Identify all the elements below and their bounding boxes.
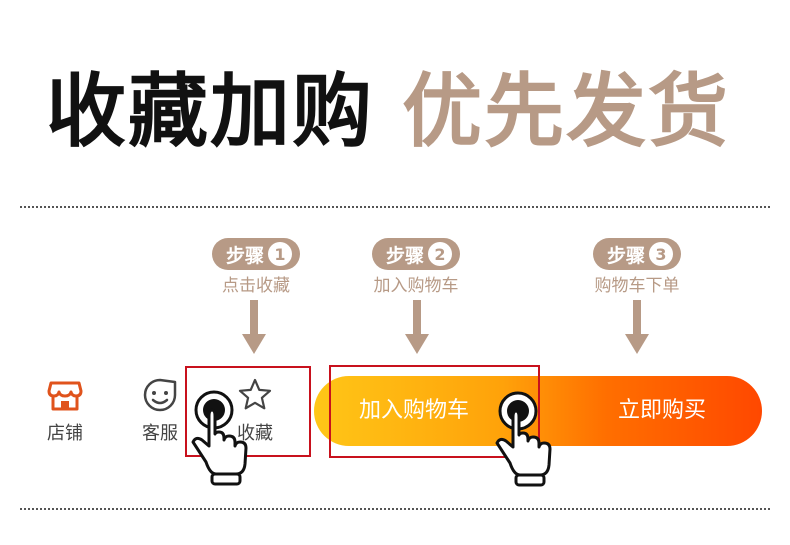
step-2-label: 步骤: [385, 244, 424, 267]
favorite-button[interactable]: 收藏: [220, 377, 290, 445]
step-1-pill: 步骤 1: [211, 238, 300, 270]
step-2-number: 2: [428, 242, 452, 266]
buy-now-button[interactable]: 立即购买: [617, 398, 706, 423]
step-3-desc: 购物车下单: [594, 276, 680, 296]
step-3-number: 3: [649, 242, 673, 266]
step-3-pill: 步骤 3: [592, 238, 681, 270]
step-1-number: 1: [268, 242, 292, 266]
store-label: 店铺: [47, 423, 83, 444]
arrow-down-icon: [242, 300, 266, 354]
step-2-desc: 加入购物车: [373, 276, 459, 296]
step-1: 步骤 1 点击收藏: [171, 238, 341, 296]
customer-service-button[interactable]: 客服: [125, 377, 195, 445]
step-1-desc: 点击收藏: [222, 276, 290, 296]
headline-secondary: 优先发货: [402, 65, 730, 158]
favorite-label: 收藏: [237, 423, 273, 444]
store-icon: [47, 381, 83, 411]
step-2: 步骤 2 加入购物车: [331, 238, 501, 296]
step-3-label: 步骤: [606, 244, 645, 267]
tap-hand-icon: [495, 391, 552, 487]
step-1-label: 步骤: [225, 244, 264, 267]
bottom-divider: [20, 508, 770, 510]
step-2-pill: 步骤 2: [371, 238, 460, 270]
add-to-cart-button[interactable]: 加入购物车: [358, 398, 469, 423]
service-label: 客服: [142, 423, 178, 444]
chat-face-icon: [143, 378, 177, 412]
headline-primary: 收藏加购: [46, 65, 374, 158]
arrow-down-icon: [405, 300, 429, 354]
star-icon: [238, 378, 272, 410]
store-button[interactable]: 店铺: [30, 377, 100, 445]
headline: 收藏加购优先发货: [46, 62, 766, 162]
top-divider: [20, 206, 770, 208]
highlight-box-add-to-cart: [329, 365, 540, 458]
step-3: 步骤 3 购物车下单: [552, 238, 722, 296]
arrow-down-icon: [625, 300, 649, 354]
highlight-box-favorite: [185, 366, 311, 457]
tap-hand-icon: [191, 390, 248, 486]
